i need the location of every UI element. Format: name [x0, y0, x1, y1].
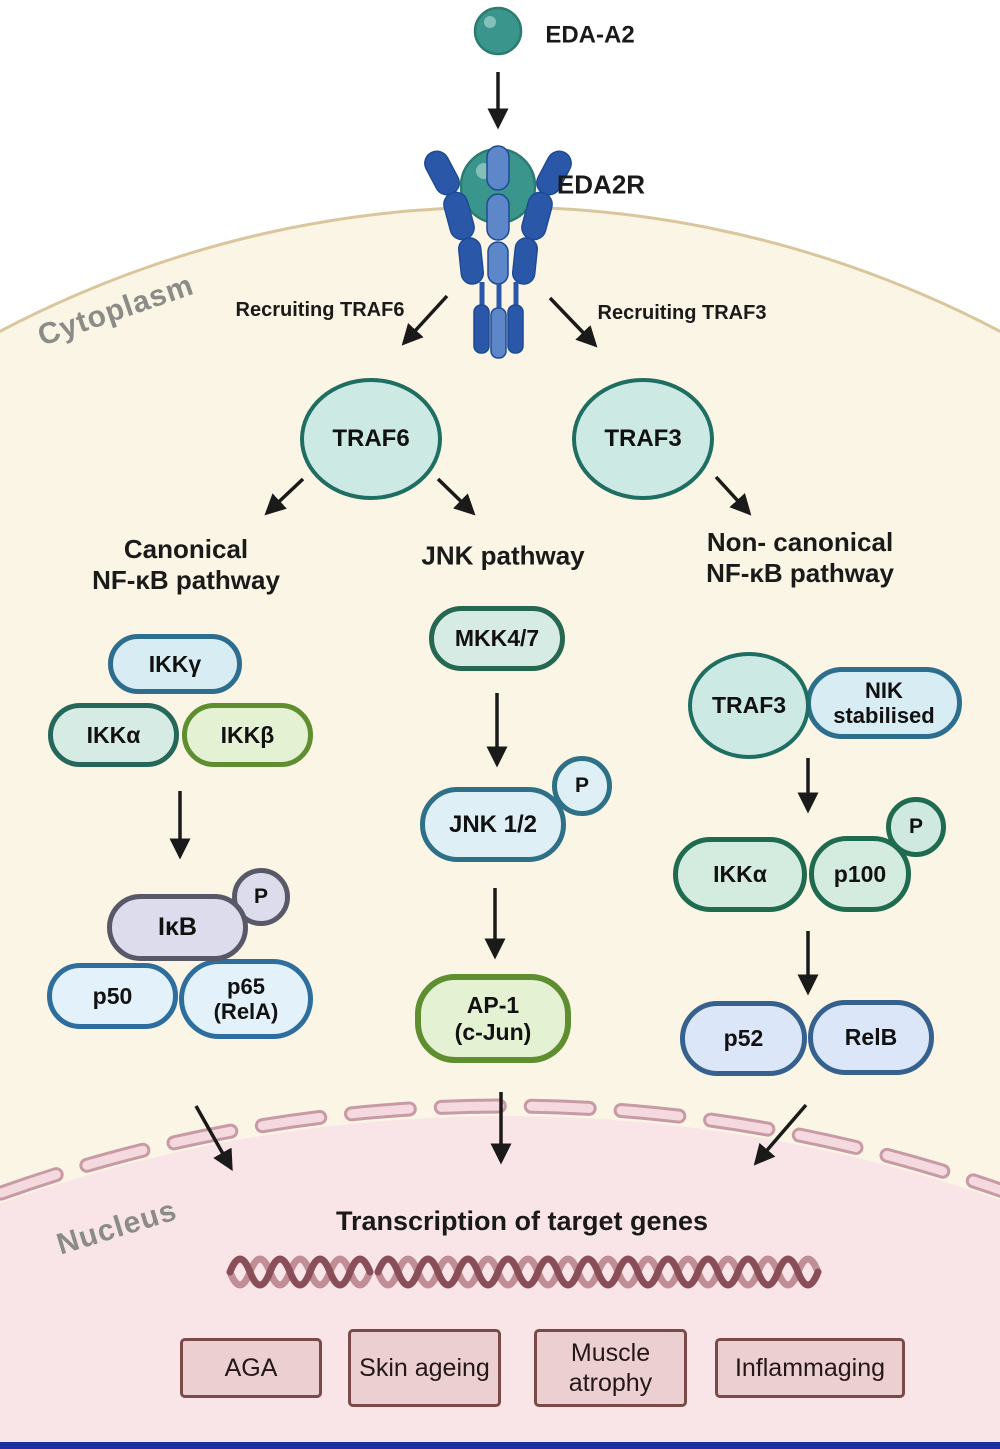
node-traf6: TRAF6 [300, 378, 442, 500]
receptor-icon [424, 145, 572, 359]
arrow-traf6-to-jnk [436, 477, 476, 516]
arrows [169, 72, 819, 1172]
node-traf3-complex: TRAF3 [688, 652, 810, 759]
phospho-badge-jnk: P [552, 756, 612, 816]
ligand-icon [473, 6, 523, 56]
dna-helix-icon [226, 1255, 822, 1289]
node-ikk-alpha: IKKα [48, 703, 179, 767]
node-p50: p50 [47, 963, 178, 1029]
arrow-noncanonical-to-nucleus [753, 1103, 808, 1166]
node-jnk12: JNK 1/2 [420, 787, 566, 862]
node-p65: p65 (RelA) [179, 959, 313, 1039]
node-nik: NIK stabilised [806, 667, 962, 739]
node-mkk47: MKK4/7 [429, 606, 565, 671]
node-ikb: IκB [107, 894, 248, 961]
recruiting-traf6-label: Recruiting TRAF6 [235, 299, 405, 321]
arrow-traf3-to-noncanonical [714, 475, 752, 516]
node-ikk-beta: IKKβ [182, 703, 313, 767]
footer-bar [0, 1442, 1000, 1449]
node-ikk-gamma: IKKγ [108, 634, 242, 694]
receptor-label: EDA2R [556, 169, 646, 200]
node-ikk-alpha2: IKKα [673, 837, 807, 912]
arrow-recruit-traf6 [401, 294, 449, 346]
outcome-skin-ageing: Skin ageing [348, 1329, 501, 1407]
outcome-muscle-atrophy: Muscle atrophy [534, 1329, 687, 1407]
recruiting-traf3-label: Recruiting TRAF3 [597, 302, 767, 324]
ligand-label: EDA-A2 [545, 21, 635, 49]
transcription-label: Transcription of target genes [335, 1205, 709, 1236]
node-relb: RelB [808, 1000, 934, 1075]
outcome-inflammaging: Inflammaging [715, 1338, 905, 1398]
node-traf3: TRAF3 [572, 378, 714, 500]
outcome-aga: AGA [180, 1338, 322, 1398]
node-ap1: AP-1 (c-Jun) [415, 974, 571, 1063]
jnk-pathway-title: JNK pathway [421, 540, 585, 571]
arrow-traf6-to-canonical [264, 477, 305, 516]
node-p52: p52 [680, 1001, 807, 1076]
noncanonical-pathway-title: Non- canonical NF-κB pathway [706, 526, 894, 588]
canonical-pathway-title: Canonical NF-κB pathway [92, 533, 280, 595]
arrow-recruit-traf3 [548, 296, 598, 348]
arrow-canonical-to-nucleus [194, 1105, 233, 1172]
node-p100: p100 [809, 836, 911, 912]
